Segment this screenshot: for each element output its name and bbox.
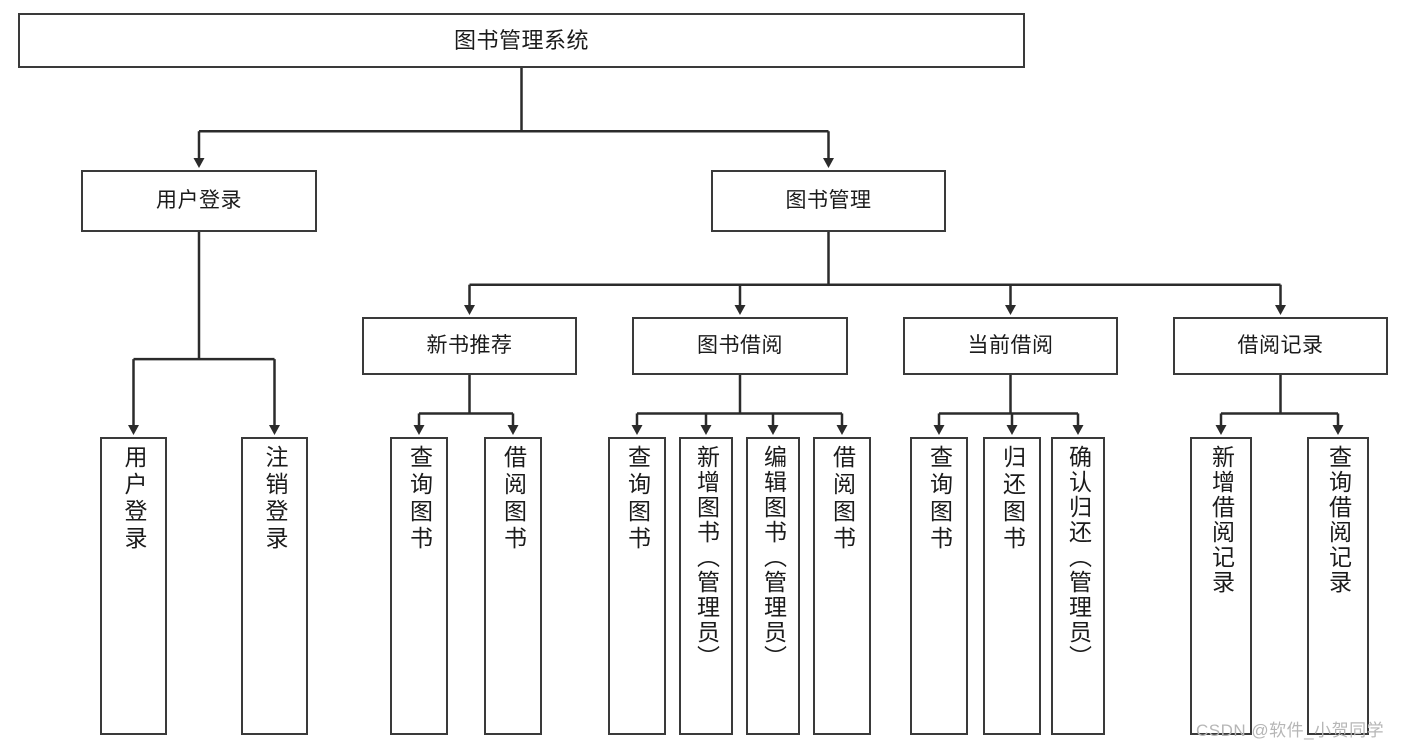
node-label: 注销登录 — [262, 445, 288, 553]
node-leaf-confirm-return[interactable]: 确认归还（管理员） — [1051, 437, 1105, 735]
node-label: 编辑图书（管理员） — [760, 445, 787, 670]
node-leaf-user-logout[interactable]: 注销登录 — [241, 437, 308, 735]
node-label: 新增图书（管理员） — [693, 445, 720, 670]
node-label: 新增借阅记录 — [1208, 445, 1235, 595]
node-leaf-edit-book[interactable]: 编辑图书（管理员） — [746, 437, 800, 735]
node-leaf-query-record[interactable]: 查询借阅记录 — [1307, 437, 1369, 735]
node-borrow-record[interactable]: 借阅记录 — [1173, 317, 1388, 375]
node-leaf-query-book-3[interactable]: 查询图书 — [910, 437, 968, 735]
node-user-login[interactable]: 用户登录 — [81, 170, 317, 232]
node-leaf-add-book[interactable]: 新增图书（管理员） — [679, 437, 733, 735]
node-label: 图书管理系统 — [453, 27, 589, 53]
node-label: 查询图书 — [926, 445, 953, 553]
node-new-book-rec[interactable]: 新书推荐 — [362, 317, 577, 375]
node-label: 查询借阅记录 — [1325, 445, 1352, 595]
node-leaf-return-book[interactable]: 归还图书 — [983, 437, 1041, 735]
node-label: 借阅图书 — [829, 445, 856, 553]
node-label: 借阅图书 — [500, 445, 527, 553]
node-leaf-query-book-2[interactable]: 查询图书 — [608, 437, 666, 735]
node-label: 查询图书 — [406, 445, 433, 553]
watermark: CSDN @软件_小贺同学 — [1196, 721, 1385, 740]
node-label: 查询图书 — [624, 445, 651, 553]
node-label: 确认归还（管理员） — [1065, 445, 1092, 670]
node-label: 当前借阅 — [967, 333, 1054, 357]
node-label: 用户登录 — [121, 445, 147, 553]
node-label: 用户登录 — [156, 188, 242, 212]
node-leaf-add-record[interactable]: 新增借阅记录 — [1190, 437, 1252, 735]
node-book-manage[interactable]: 图书管理 — [711, 170, 946, 232]
node-leaf-user-login[interactable]: 用户登录 — [100, 437, 167, 735]
node-book-borrow[interactable]: 图书借阅 — [632, 317, 848, 375]
node-leaf-borrow-book-2[interactable]: 借阅图书 — [813, 437, 871, 735]
node-label: 图书借阅 — [697, 333, 783, 357]
node-label: 图书管理 — [785, 188, 872, 212]
node-leaf-borrow-book-1[interactable]: 借阅图书 — [484, 437, 542, 735]
node-label: 归还图书 — [999, 445, 1026, 553]
node-label: 借阅记录 — [1237, 333, 1324, 357]
node-leaf-query-book-1[interactable]: 查询图书 — [390, 437, 448, 735]
node-root[interactable]: 图书管理系统 — [18, 13, 1025, 68]
node-current-borrow[interactable]: 当前借阅 — [903, 317, 1118, 375]
node-label: 新书推荐 — [426, 333, 513, 357]
